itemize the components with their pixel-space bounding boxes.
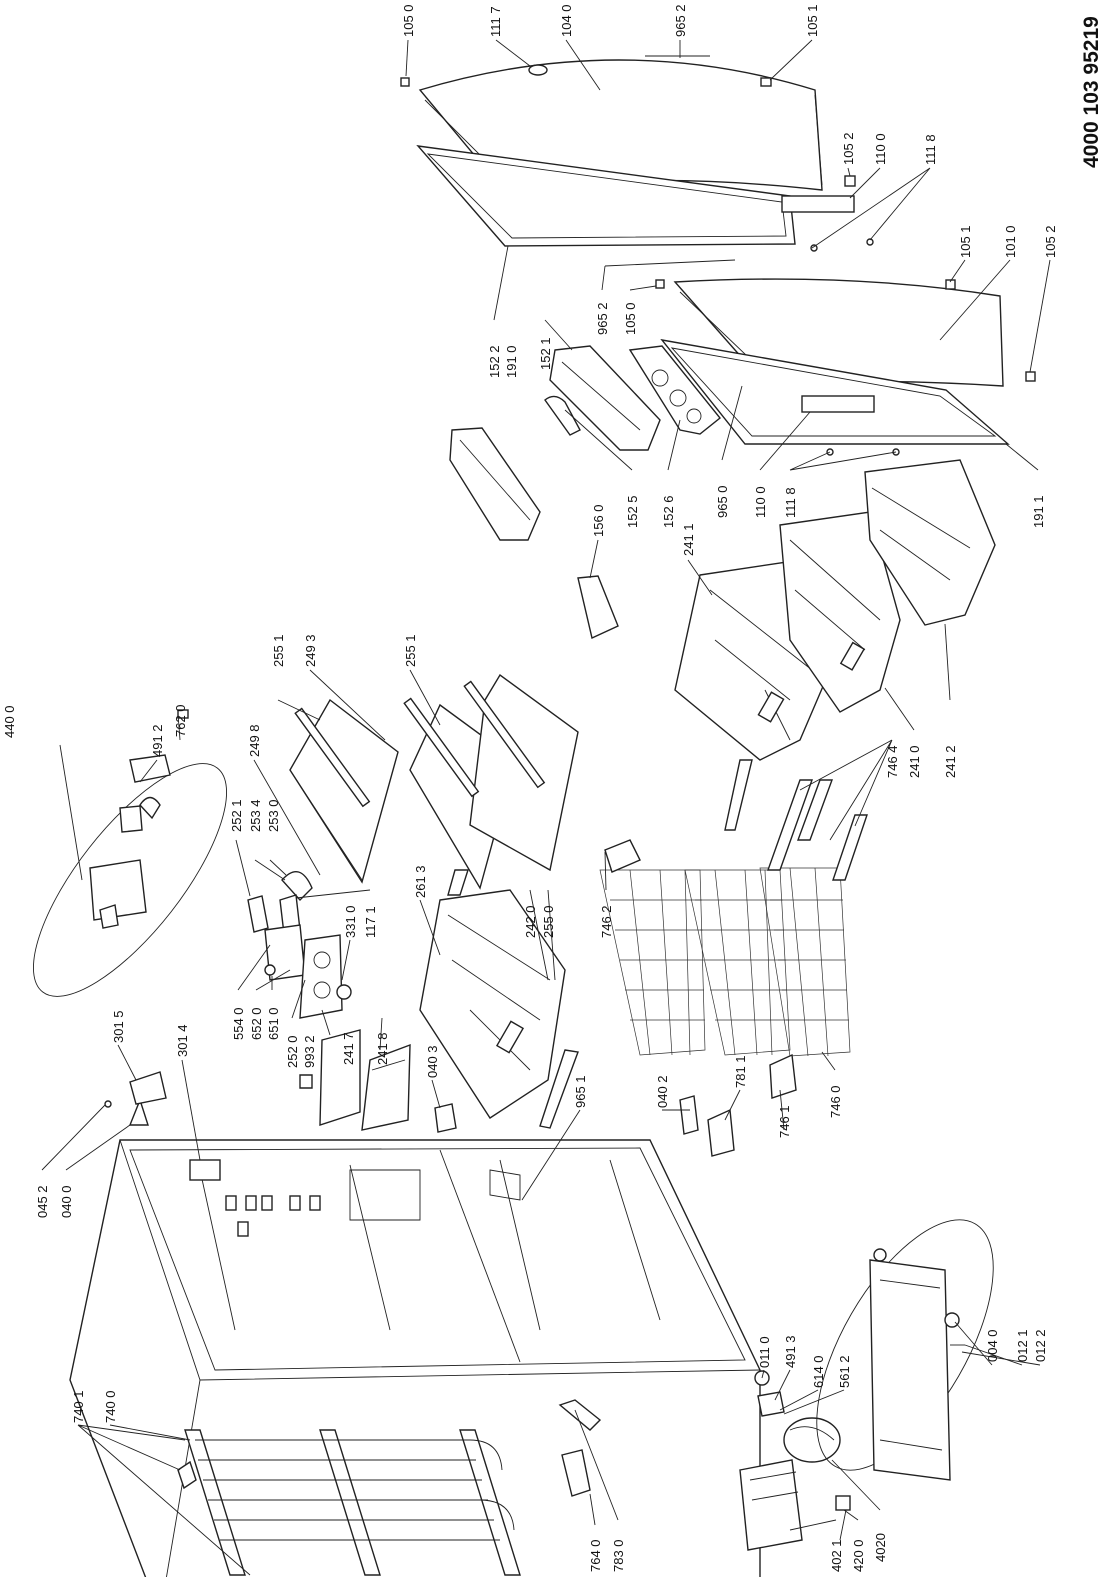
part-label: 301 5 <box>111 1010 126 1043</box>
part-label: 783 0 <box>611 1539 626 1572</box>
upper-handle <box>781 195 855 213</box>
part-label: 111 7 <box>488 6 503 37</box>
part-label: 004 0 <box>985 1329 1000 1362</box>
part-label: 249 8 <box>247 724 262 757</box>
part-label: 012 2 <box>1033 1329 1048 1362</box>
part-label: 402 1 <box>829 1539 844 1572</box>
part-label: 781 1 <box>733 1055 748 1088</box>
part-label: 746 2 <box>599 905 614 938</box>
part-label: 152 5 <box>625 495 640 528</box>
part-label: 764 0 <box>588 1539 603 1572</box>
part-label: 105 0 <box>623 302 638 335</box>
part-label: 104 0 <box>559 4 574 37</box>
condenser-group <box>177 1399 602 1576</box>
part-label: 152 1 <box>538 337 553 370</box>
part-label: 253 4 <box>248 799 263 832</box>
part-label: 965 1 <box>573 1075 588 1108</box>
leader-lines <box>41 39 1051 1576</box>
part-label: 252 1 <box>229 799 244 832</box>
document-number: 4000 103 95219 <box>1080 16 1100 168</box>
freezer-drawers <box>674 459 996 761</box>
glass-shelves <box>289 673 579 890</box>
upper-door-group <box>400 55 874 252</box>
part-label: 554 0 <box>231 1007 246 1040</box>
control-module <box>247 871 411 1131</box>
part-label: 110 0 <box>873 133 888 165</box>
upper-door-gasket <box>416 145 796 247</box>
part-label: 255 1 <box>271 634 286 667</box>
part-label: 420 0 <box>851 1539 866 1572</box>
freezer-racks <box>599 759 868 1099</box>
cabinet-body <box>69 1139 761 1577</box>
part-label: 191 0 <box>504 345 519 378</box>
part-label: 561 2 <box>837 1355 852 1388</box>
part-label: 993 2 <box>302 1035 317 1068</box>
fan-detail-group <box>32 709 228 997</box>
part-label: 040 3 <box>425 1045 440 1078</box>
part-label: 040 0 <box>59 1185 74 1218</box>
part-label: 040 2 <box>655 1075 670 1108</box>
part-label: 111 8 <box>783 487 798 518</box>
part-label: 105 0 <box>401 4 416 37</box>
compressor-group <box>739 1219 994 1551</box>
part-label: 491 2 <box>150 724 165 757</box>
part-label: 249 3 <box>303 634 318 667</box>
door-shelves <box>449 345 721 639</box>
part-label: 651 0 <box>266 1007 281 1040</box>
part-label: 331 0 <box>343 905 358 938</box>
part-label: 740 1 <box>71 1390 86 1423</box>
part-label: 241 8 <box>375 1032 390 1065</box>
part-label: 253 0 <box>266 799 281 832</box>
part-label: 255 1 <box>403 634 418 667</box>
part-label: 111 8 <box>923 134 938 165</box>
part-label: 110 0 <box>753 486 768 518</box>
part-label: 105 1 <box>958 225 973 258</box>
part-label: 746 0 <box>828 1085 843 1118</box>
part-label: 965 2 <box>673 4 688 37</box>
part-label: 241 1 <box>681 523 696 556</box>
fan-detail-outline <box>32 763 228 997</box>
part-label: 4020 <box>873 1533 888 1562</box>
part-label: 012 1 <box>1015 1329 1030 1362</box>
part-label: 301 4 <box>175 1024 190 1057</box>
part-label: 614 0 <box>811 1355 826 1388</box>
part-label: 045 2 <box>35 1185 50 1218</box>
part-label: 762 0 <box>173 704 188 737</box>
part-label: 191 1 <box>1031 495 1046 528</box>
part-label: 242 0 <box>523 905 538 938</box>
lower-door-group <box>604 259 1036 456</box>
part-label: 440 0 <box>2 705 17 738</box>
part-labels: 105 0 111 7 104 0 965 2 105 1 105 2 110 … <box>2 4 1058 1572</box>
part-label: 152 6 <box>661 495 676 528</box>
crisper-drawer <box>419 869 579 1129</box>
part-label: 156 0 <box>591 504 606 537</box>
base-detail-outline <box>816 1219 994 1471</box>
cabinet-group <box>69 1071 761 1577</box>
part-label: 241 2 <box>943 745 958 778</box>
part-label: 261 3 <box>413 865 428 898</box>
part-label: 105 2 <box>841 132 856 165</box>
part-label: 965 0 <box>715 485 730 518</box>
part-label: 255 0 <box>541 905 556 938</box>
lower-handle <box>801 395 875 413</box>
part-label: 652 0 <box>249 1007 264 1040</box>
compressor <box>783 1417 841 1463</box>
part-label: 241 7 <box>341 1032 356 1065</box>
part-label: 152 2 <box>487 345 502 378</box>
part-label: 011 0 <box>757 1336 772 1368</box>
part-label: 117 1 <box>363 906 378 938</box>
part-label: 746 4 <box>885 745 900 778</box>
part-label: 491 3 <box>783 1335 798 1368</box>
part-label: 746 1 <box>777 1105 792 1138</box>
hinge-cover <box>528 64 548 76</box>
part-label: 241 0 <box>907 745 922 778</box>
part-label: 740 0 <box>103 1390 118 1423</box>
part-label: 965 2 <box>595 302 610 335</box>
part-label: 101 0 <box>1003 225 1018 258</box>
part-label: 105 1 <box>805 4 820 37</box>
lower-door-gasket <box>660 338 1010 445</box>
part-label: 252 0 <box>285 1035 300 1068</box>
part-label: 105 2 <box>1043 225 1058 258</box>
